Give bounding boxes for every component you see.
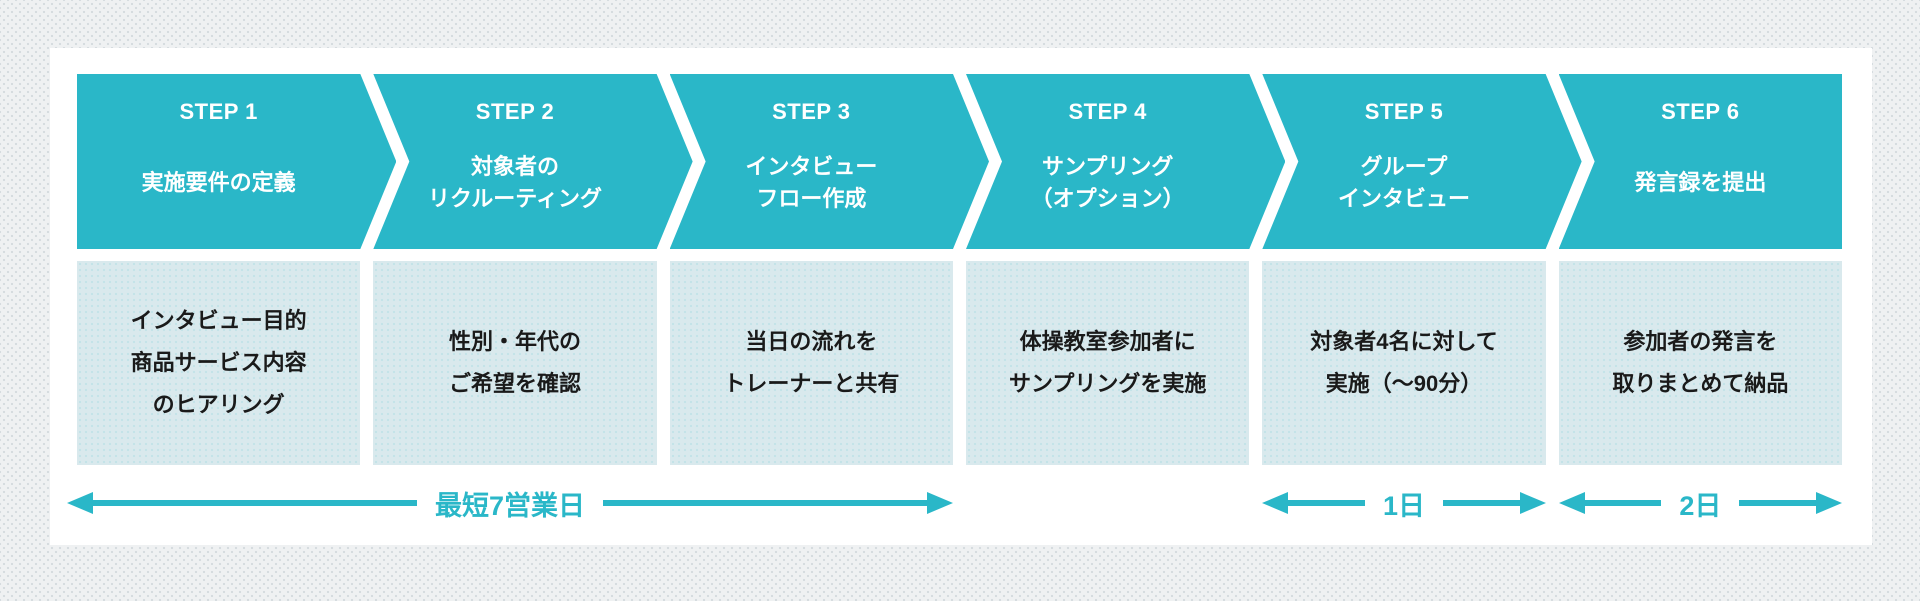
step-3-description: 当日の流れを トレーナーと共有 <box>669 261 953 465</box>
step-5-header: STEP 5 グループ インタビュー <box>1262 74 1545 249</box>
step-2-chevron-shape <box>373 74 692 249</box>
step-1-title: 実施要件の定義 <box>142 125 296 249</box>
timeline-line <box>603 500 927 506</box>
step-5-description-line: 実施（～90分） <box>1325 371 1483 396</box>
step-6-title-line: 発言録を提出 <box>1634 170 1767 196</box>
timeline-step6-duration: 2日 <box>1558 483 1842 523</box>
step-6-label: STEP 6 <box>1661 99 1740 124</box>
step-4-chevron-shape <box>966 74 1285 249</box>
step-5-chevron-shape <box>1262 74 1581 249</box>
step-5: STEP 5 グループ インタビュー 対象者4名に対して 実施（～90分） <box>1262 74 1545 465</box>
arrow-right-icon <box>1816 492 1842 514</box>
timeline-total-duration: 最短7営業日 <box>67 483 953 523</box>
step-4-header: STEP 4 サンプリング （オプション） <box>966 74 1249 249</box>
step-1-description-line: のヒアリング <box>152 392 285 417</box>
step-5-title-line: インタビュー <box>1337 186 1470 211</box>
step-1-header-content: STEP 1 実施要件の定義 <box>77 74 360 249</box>
step-3-title-line: インタビュー <box>745 154 878 180</box>
step-5-title: グループ インタビュー <box>1338 125 1470 249</box>
step-3-header: STEP 3 インタビュー フロー作成 <box>670 74 953 249</box>
step-6: STEP 6 発言録を提出 参加者の発言を 取りまとめて納品 <box>1558 74 1842 465</box>
step-2-description: 性別・年代の ご希望を確認 <box>373 261 657 465</box>
step-5-description: 対象者4名に対して 実施（～90分） <box>1262 261 1546 465</box>
step-4: STEP 4 サンプリング （オプション） 体操教室参加者に サンプリングを実施 <box>966 74 1249 465</box>
step-5-label: STEP 5 <box>1364 99 1444 124</box>
step-4-description: 体操教室参加者に サンプリングを実施 <box>966 261 1250 465</box>
step-1-header: STEP 1 実施要件の定義 <box>77 74 360 249</box>
step-5-header-content: STEP 5 グループ インタビュー <box>1262 74 1545 249</box>
timeline-line <box>1443 500 1520 506</box>
timeline-step5-duration-label: 1日 <box>1382 490 1426 521</box>
step-2: STEP 2 対象者の リクルーティング 性別・年代の ご希望を確認 <box>373 74 656 465</box>
timeline-row: 最短7営業日 1日 2日 <box>67 483 1842 523</box>
step-3-chevron-shape <box>670 74 989 249</box>
step-6-description: 参加者の発言を 取りまとめて納品 <box>1558 261 1842 465</box>
step-2-description-line: ご希望を確認 <box>448 371 581 396</box>
step-3-title: インタビュー フロー作成 <box>745 125 877 249</box>
step-4-title-line: サンプリング <box>1041 154 1174 180</box>
step-6-chevron-shape <box>1558 74 1842 249</box>
arrow-right-icon <box>1519 492 1546 514</box>
step-1-title-line: 実施要件の定義 <box>141 170 296 196</box>
step-3-description-line: トレーナーと共有 <box>723 371 900 396</box>
arrow-left-icon <box>67 492 93 514</box>
step-1-chevron-shape <box>77 74 396 249</box>
step-3-label: STEP 3 <box>772 99 851 124</box>
step-6-header: STEP 6 発言録を提出 <box>1558 74 1842 249</box>
step-5-title-line: グループ <box>1360 154 1448 180</box>
arrow-left-icon <box>1262 492 1289 514</box>
timeline-total-duration-label: 最短7営業日 <box>434 490 586 521</box>
step-2-label: STEP 2 <box>475 99 555 124</box>
step-6-header-content: STEP 6 発言録を提出 <box>1559 74 1842 249</box>
step-4-header-content: STEP 4 サンプリング （オプション） <box>966 74 1249 249</box>
step-2-title: 対象者の リクルーティング <box>428 125 602 249</box>
step-2-header-content: STEP 2 対象者の リクルーティング <box>373 74 656 249</box>
step-1-description-line: インタビュー目的 <box>130 308 307 333</box>
step-1: STEP 1 実施要件の定義 インタビュー目的 商品サービス内容 のヒアリング <box>77 74 360 465</box>
timeline-step5-duration: 1日 <box>1262 483 1546 523</box>
step-4-label: STEP 4 <box>1068 99 1147 124</box>
step-5-description-line: 対象者4名に対して <box>1310 329 1498 354</box>
timeline-line <box>1288 500 1365 506</box>
step-4-title-line: （オプション） <box>1030 186 1185 211</box>
step-1-description: インタビュー目的 商品サービス内容 のヒアリング <box>77 261 361 465</box>
step-2-title-line: リクルーティング <box>427 186 602 211</box>
step-1-description-line: 商品サービス内容 <box>130 350 307 375</box>
step-6-title: 発言録を提出 <box>1634 125 1766 249</box>
step-3-title-line: フロー作成 <box>756 186 867 211</box>
timeline-line <box>1584 500 1662 506</box>
arrow-right-icon <box>927 492 953 514</box>
step-4-description-line: サンプリングを実施 <box>1008 371 1207 396</box>
step-2-title-line: 対象者の <box>470 154 559 180</box>
step-4-title: サンプリング （オプション） <box>1031 125 1185 249</box>
step-1-label: STEP 1 <box>179 99 258 124</box>
process-flow-card: STEP 1 実施要件の定義 インタビュー目的 商品サービス内容 のヒアリング … <box>50 48 1872 545</box>
step-3-header-content: STEP 3 インタビュー フロー作成 <box>670 74 953 249</box>
arrow-left-icon <box>1558 492 1585 514</box>
steps-grid: STEP 1 実施要件の定義 インタビュー目的 商品サービス内容 のヒアリング … <box>77 74 1842 465</box>
step-6-description-line: 取りまとめて納品 <box>1612 371 1789 396</box>
timeline-line <box>1739 500 1816 506</box>
step-2-description-line: 性別・年代の <box>448 329 581 354</box>
step-4-description-line: 体操教室参加者に <box>1019 329 1196 354</box>
timeline-step6-duration-label: 2日 <box>1679 490 1722 521</box>
step-3: STEP 3 インタビュー フロー作成 当日の流れを トレーナーと共有 <box>669 74 953 465</box>
step-2-header: STEP 2 対象者の リクルーティング <box>373 74 656 249</box>
timeline-line <box>93 500 417 506</box>
step-3-description-line: 当日の流れを <box>745 329 878 354</box>
step-6-description-line: 参加者の発言を <box>1623 329 1778 354</box>
